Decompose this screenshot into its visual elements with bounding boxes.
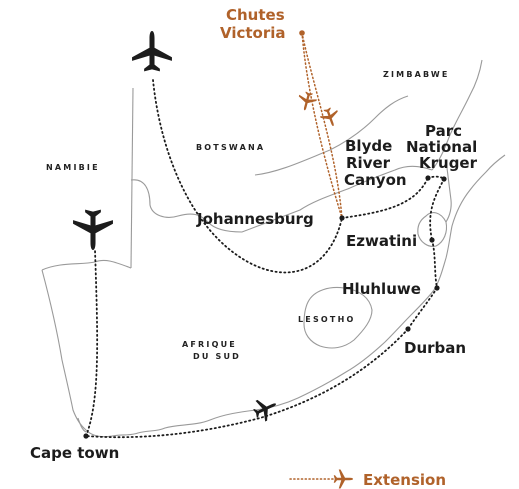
route-johannesburg-blyde <box>341 177 429 219</box>
namibia-border <box>130 87 134 269</box>
botswana-border <box>130 179 351 233</box>
lesotho-border <box>303 286 373 349</box>
country-label-botswana: BOTSWANA <box>196 143 265 152</box>
city-label-johannesburg: Johannesburg <box>196 210 314 228</box>
airplane-icon <box>295 90 319 113</box>
legend-label: Extension <box>363 471 446 489</box>
country-label-namibia: NAMIBIE <box>46 163 100 172</box>
victoria-falls-dot <box>299 30 305 36</box>
city-label-hluhluwe: Hluhluwe <box>342 280 421 298</box>
botswana-zimbabwe-border <box>349 165 433 189</box>
kruger-dot <box>441 176 447 182</box>
city-label-kruger: National <box>406 138 477 156</box>
botswana-north-border <box>254 149 331 176</box>
zimbabwe-border <box>431 59 483 171</box>
extension-route-path-east <box>301 32 343 219</box>
city-label-cape-town: Cape town <box>30 444 119 462</box>
route-hluhluwe-durban <box>407 287 438 330</box>
city-label-victoria-falls: Chutes <box>226 6 285 24</box>
city-label-blyde: Canyon <box>344 171 407 189</box>
route-ezwatini-hluhluwe <box>431 239 438 289</box>
durban-dot <box>405 326 411 332</box>
johannesburg-dot <box>339 215 345 221</box>
extension-route-path-west <box>301 32 343 219</box>
city-label-victoria-falls: Victoria <box>220 24 286 42</box>
city-label-ezwatini: Ezwatini <box>346 232 417 250</box>
eswatini-border <box>417 212 448 247</box>
city-label-durban: Durban <box>404 339 466 357</box>
country-borders <box>41 59 506 438</box>
flight-route-johannesburg <box>152 79 343 274</box>
cape-town-dot <box>83 433 89 439</box>
city-label-kruger: Kruger <box>419 154 478 172</box>
zimbabwe-north-border <box>329 95 409 151</box>
country-label-south-africa: DU SUD <box>193 352 241 361</box>
city-label-blyde: Blyde <box>345 137 392 155</box>
blyde-dot <box>425 175 431 181</box>
legend: Extension <box>289 469 446 489</box>
country-label-lesotho: LESOTHO <box>298 315 355 324</box>
airplane-icon <box>333 469 353 489</box>
airplane-icon <box>73 209 113 250</box>
flight-route-cape-north <box>85 249 99 437</box>
main-route <box>83 79 447 439</box>
cape-peninsula <box>77 417 87 433</box>
city-label-kruger: Parc <box>425 122 462 140</box>
route-kruger-ezwatini <box>429 178 445 241</box>
flight-route-durban-cape <box>85 328 409 439</box>
namibia-south-africa-border <box>41 259 132 271</box>
south-africa-coast <box>41 154 506 438</box>
country-label-south-africa: AFRIQUE <box>182 340 237 349</box>
country-label-zimbabwe: ZIMBABWE <box>383 70 450 79</box>
ezwatini-dot <box>429 237 435 243</box>
mozambique-border <box>445 167 452 223</box>
hluhluwe-dot <box>434 285 440 291</box>
city-label-blyde: River <box>346 154 391 172</box>
airplane-icon <box>132 31 172 72</box>
extension-route <box>295 30 343 219</box>
airplane-icon <box>318 105 342 130</box>
